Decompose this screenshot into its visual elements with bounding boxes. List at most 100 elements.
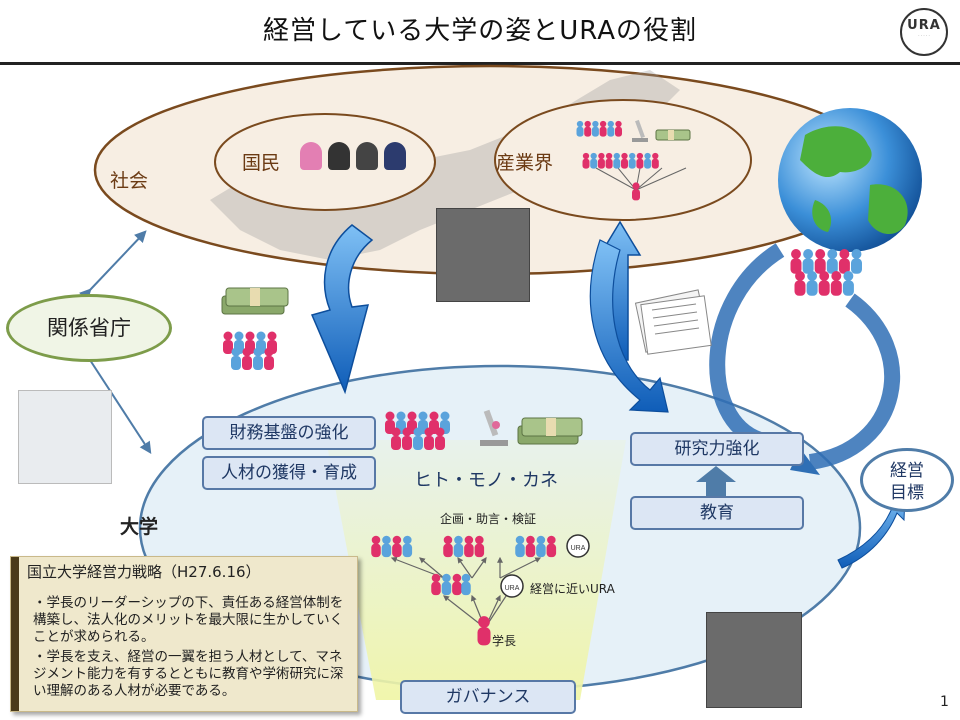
title-divider (0, 62, 960, 65)
page-title: 経営している大学の姿とURAの役割 (262, 16, 698, 46)
person-figure (441, 573, 452, 596)
person-figure (818, 271, 830, 296)
strategy-heading: 国立大学経営力戦略（H27.6.16） (27, 563, 261, 581)
ura-role-label: 経営に近いURA (530, 582, 615, 596)
strategy-bullet-2: ・学長を支え、経営の一翼を担う人材として、マネジメント能力を有するとともに教育や… (33, 649, 344, 699)
gov-society-link (79, 230, 147, 302)
person-figure (591, 120, 599, 137)
talent-box: 人材の獲得・育成 (202, 456, 376, 490)
person-figure (590, 152, 598, 169)
person-figure (651, 152, 659, 169)
ura-badge-text: URA (571, 545, 586, 552)
strategy-bullet-1: ・学長のリーダーシップの下、責任ある経営体制を構築し、法人化のメリットを最大限に… (33, 595, 344, 645)
money-icon (517, 417, 583, 445)
person-figure (536, 535, 546, 558)
person-figure (621, 152, 628, 169)
finance-box: 財務基盤の強化 (202, 416, 376, 450)
person-figure (391, 427, 401, 450)
person-icon (356, 142, 378, 170)
microscope-icon (480, 409, 508, 446)
strategy-note: 国立大学経営力戦略（H27.6.16） ・学長のリーダーシップの下、責任ある経営… (10, 556, 358, 712)
president-label: 学長 (492, 634, 517, 648)
government-ellipse: 関係省庁 (6, 294, 172, 362)
citizen-icons (300, 142, 420, 172)
management-goal-label: 経営 目標 (890, 461, 924, 503)
person-figure (525, 535, 536, 558)
person-figure (597, 152, 605, 169)
person-figure (636, 152, 644, 169)
person-figure (582, 152, 590, 169)
person-figure (546, 535, 557, 558)
person-figure (814, 249, 826, 274)
person-figure (802, 249, 814, 274)
person-figure (402, 427, 412, 450)
person-figure (381, 535, 392, 558)
person-figure (231, 347, 241, 370)
staff-photo-left (18, 390, 112, 484)
research-return-arrow (589, 239, 669, 413)
governance-glow (326, 440, 626, 700)
research-box: 研究力強化 (630, 432, 804, 466)
person-icon (300, 142, 322, 170)
person-figure (264, 347, 274, 370)
person-figure (477, 616, 491, 646)
education-box: 教育 (630, 496, 804, 530)
person-figure (461, 573, 471, 596)
person-figure (613, 152, 621, 169)
edu-to-research-arrow (696, 466, 736, 496)
person-figure (371, 535, 381, 558)
management-goal-ellipse: 経営 目標 (860, 448, 954, 512)
person-figure (431, 573, 441, 596)
global-loop-arrow (709, 243, 785, 448)
ura-logo: URA · · · · · (900, 8, 948, 56)
person-figure (790, 249, 802, 274)
person-icon (328, 142, 350, 170)
industry-label: 産業界 (496, 152, 554, 174)
person-figure (794, 271, 806, 296)
person-figure (605, 152, 613, 169)
person-figure (576, 120, 584, 137)
person-figure (443, 535, 453, 558)
person-figure (826, 249, 838, 274)
society-label: 社会 (110, 170, 149, 192)
people-group-icon (223, 120, 862, 646)
person-figure (453, 535, 464, 558)
ura-badge-text: URA (505, 585, 520, 592)
resources-label: ヒト・モノ・カネ (414, 470, 558, 491)
gov-university-link (79, 348, 152, 455)
person-figure (435, 427, 445, 450)
person-figure (644, 152, 652, 169)
person-figure (392, 535, 402, 558)
global-loop-arrow-2 (808, 293, 901, 470)
person-figure (584, 120, 592, 137)
person-figure (464, 535, 474, 558)
page-number: 1 (940, 694, 949, 710)
person-figure (402, 535, 413, 558)
planning-label: 企画・助言・検証 (440, 512, 537, 526)
microscope-icon (632, 119, 648, 142)
person-figure (424, 427, 434, 450)
ura-badge-icon (566, 534, 590, 558)
person-figure (474, 535, 485, 558)
person-figure (851, 249, 862, 274)
person-figure (632, 182, 640, 201)
globe-icon (778, 108, 922, 252)
strategy-note-bar (11, 557, 19, 711)
person-figure (515, 535, 525, 558)
money-icon (655, 129, 691, 141)
governance-box: ガバナンス (400, 680, 576, 714)
person-figure (628, 152, 636, 169)
executive-photo-bottom (706, 612, 802, 708)
person-figure (452, 573, 462, 596)
person-figure (842, 271, 854, 296)
person-figure (413, 427, 423, 450)
person-figure (607, 120, 615, 137)
person-figure (806, 271, 818, 296)
ura-logo-text: URA (907, 18, 941, 33)
citizens-label: 国民 (242, 152, 281, 174)
person-figure (599, 120, 607, 137)
person-figure (838, 249, 850, 274)
citizens-ellipse (214, 113, 436, 211)
person-figure (830, 271, 842, 296)
university-label: 大学 (120, 516, 159, 538)
